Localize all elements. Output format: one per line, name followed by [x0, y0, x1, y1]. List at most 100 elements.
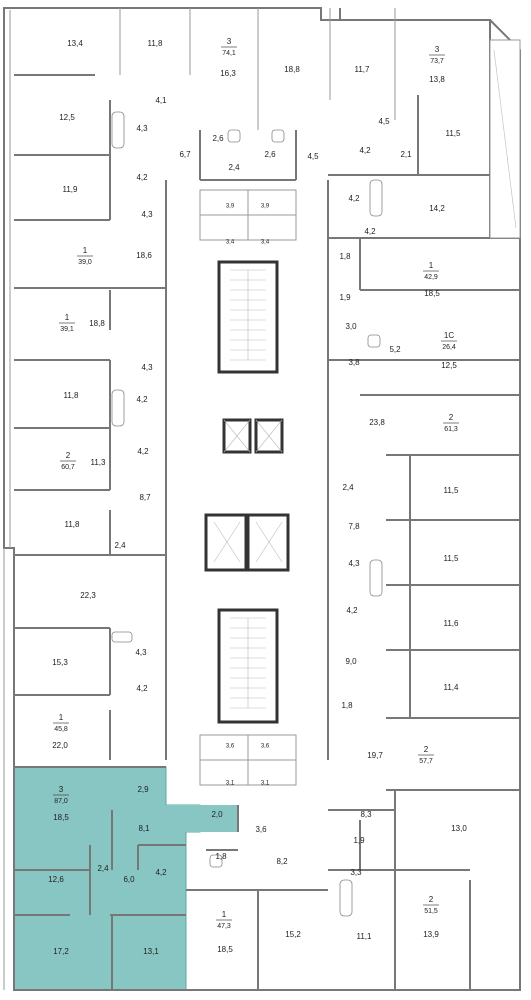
room-area-label: 4,2	[136, 395, 148, 404]
room-area-label: 4,2	[136, 173, 148, 182]
room-area-label: 16,3	[220, 69, 236, 78]
room-area-label: 2,9	[137, 785, 149, 794]
highlighted-hall	[166, 805, 238, 832]
elevator-shaft-3	[204, 513, 248, 572]
elevator-shaft-2	[254, 418, 284, 454]
room-area-label: 1,9	[339, 293, 351, 302]
svg-text:2: 2	[424, 745, 429, 754]
svg-text:26,4: 26,4	[442, 344, 456, 351]
room-area-label: 9,0	[345, 657, 357, 666]
room-area-label: 6,0	[123, 875, 135, 884]
room-area-label: 3,3	[350, 868, 362, 877]
svg-text:2: 2	[429, 895, 434, 904]
svg-text:3: 3	[59, 785, 64, 794]
room-area-label: 22,3	[80, 591, 96, 600]
stair-core-bottom	[217, 608, 279, 724]
svg-text:1: 1	[429, 261, 434, 270]
room-area-label: 8,2	[276, 857, 288, 866]
room-area-label: 18,5	[217, 945, 233, 954]
svg-text:3: 3	[227, 37, 232, 46]
room-area-label: 8,7	[139, 493, 151, 502]
room-area-label: 11,3	[91, 458, 107, 467]
room-area-label: 11,6	[444, 619, 460, 628]
room-area-label: 13,9	[423, 930, 439, 939]
room-area-label: 12,6	[48, 875, 64, 884]
room-area-label: 23,8	[369, 418, 385, 427]
room-area-label: 4,3	[141, 210, 153, 219]
room-area-label: 11,5	[444, 486, 460, 495]
room-area-label: 4,5	[378, 117, 390, 126]
room-area-label: 2,1	[400, 150, 412, 159]
room-area-label: 1,8	[341, 701, 353, 710]
room-area-label: 3,1	[226, 781, 235, 787]
room-area-label: 22,0	[52, 741, 68, 750]
room-area-label: 2,4	[228, 163, 240, 172]
room-area-label: 17,2	[53, 947, 69, 956]
svg-text:47,3: 47,3	[217, 923, 231, 930]
room-area-label: 18,6	[136, 251, 152, 260]
room-area-label: 4,1	[155, 96, 167, 105]
apartment-badge[interactable]: 3 74,1	[221, 37, 237, 57]
svg-text:1: 1	[222, 910, 227, 919]
stair-core-top	[217, 260, 279, 374]
apartment-badge[interactable]: 2 51,5	[423, 895, 439, 915]
room-area-label: 19,7	[367, 751, 383, 760]
apartment-badge[interactable]: 2 57,7	[418, 745, 434, 765]
elevator-shaft-4	[246, 513, 290, 572]
room-area-label: 5,2	[389, 345, 401, 354]
svg-text:73,7: 73,7	[430, 58, 444, 65]
room-area-label: 13,4	[67, 39, 83, 48]
room-area-label: 15,2	[285, 930, 301, 939]
svg-text:39,1: 39,1	[60, 326, 74, 333]
apartment-badge[interactable]: 3 87,0	[53, 785, 69, 805]
room-area-label: 1,9	[353, 836, 365, 845]
apartment-badge[interactable]: 1 39,0	[77, 246, 93, 266]
room-area-label: 3,9	[226, 204, 235, 210]
highlighted-apartment[interactable]	[13, 766, 201, 991]
room-area-label: 2,0	[211, 810, 223, 819]
svg-text:1С: 1С	[444, 331, 454, 340]
room-area-label: 3,4	[261, 240, 270, 246]
room-area-label: 18,8	[89, 319, 105, 328]
apartment-badge[interactable]: 1 39,1	[59, 313, 75, 333]
room-area-label: 3,4	[226, 240, 235, 246]
apartment-badge[interactable]: 1 42,9	[423, 261, 439, 281]
room-area-label: 8,1	[138, 824, 150, 833]
apartment-badge[interactable]: 2 61,3	[443, 413, 459, 433]
room-area-label: 4,2	[364, 227, 376, 236]
apartment-badge[interactable]: 1 45,8	[53, 713, 69, 733]
room-area-label: 3,6	[255, 825, 267, 834]
room-area-label: 18,5	[424, 289, 440, 298]
apartment-badge[interactable]: 2 60,7	[60, 451, 76, 471]
room-area-label: 3,0	[345, 322, 357, 331]
svg-text:3: 3	[435, 45, 440, 54]
room-area-label: 11,9	[63, 185, 79, 194]
room-area-label: 3,8	[348, 358, 360, 367]
svg-text:61,3: 61,3	[444, 426, 458, 433]
room-area-label: 3,6	[261, 744, 270, 750]
apartment-badge[interactable]: 1С 26,4	[441, 331, 457, 351]
svg-text:1: 1	[59, 713, 64, 722]
svg-text:2: 2	[449, 413, 454, 422]
room-area-label: 4,2	[359, 146, 371, 155]
room-area-label: 3,1	[261, 781, 270, 787]
apartment-badges: 3 74,1 3 73,7 1 39,0 1 42,9 1 39,1 1С 26…	[53, 37, 459, 930]
svg-text:51,5: 51,5	[424, 908, 438, 915]
room-area-label: 13,8	[429, 75, 445, 84]
room-area-label: 14,2	[429, 204, 445, 213]
room-area-label: 11,8	[65, 520, 81, 529]
room-area-label: 2,4	[114, 541, 126, 550]
room-area-label: 11,5	[444, 554, 460, 563]
room-area-label: 3,9	[261, 204, 270, 210]
apartment-badge[interactable]: 3 73,7	[429, 45, 445, 65]
room-area-label: 4,2	[136, 684, 148, 693]
room-area-label: 11,7	[355, 65, 371, 74]
room-area-label: 3,6	[226, 744, 235, 750]
room-area-label: 18,8	[284, 65, 300, 74]
room-area-label: 11,1	[357, 932, 373, 941]
apartment-badge[interactable]: 1 47,3	[216, 910, 232, 930]
svg-text:45,8: 45,8	[54, 726, 68, 733]
room-area-labels: 13,4 11,8 16,3 18,8 11,7 13,8 4,1 12,5 4…	[48, 39, 467, 956]
room-area-label: 4,3	[135, 648, 147, 657]
room-area-label: 13,1	[143, 947, 159, 956]
